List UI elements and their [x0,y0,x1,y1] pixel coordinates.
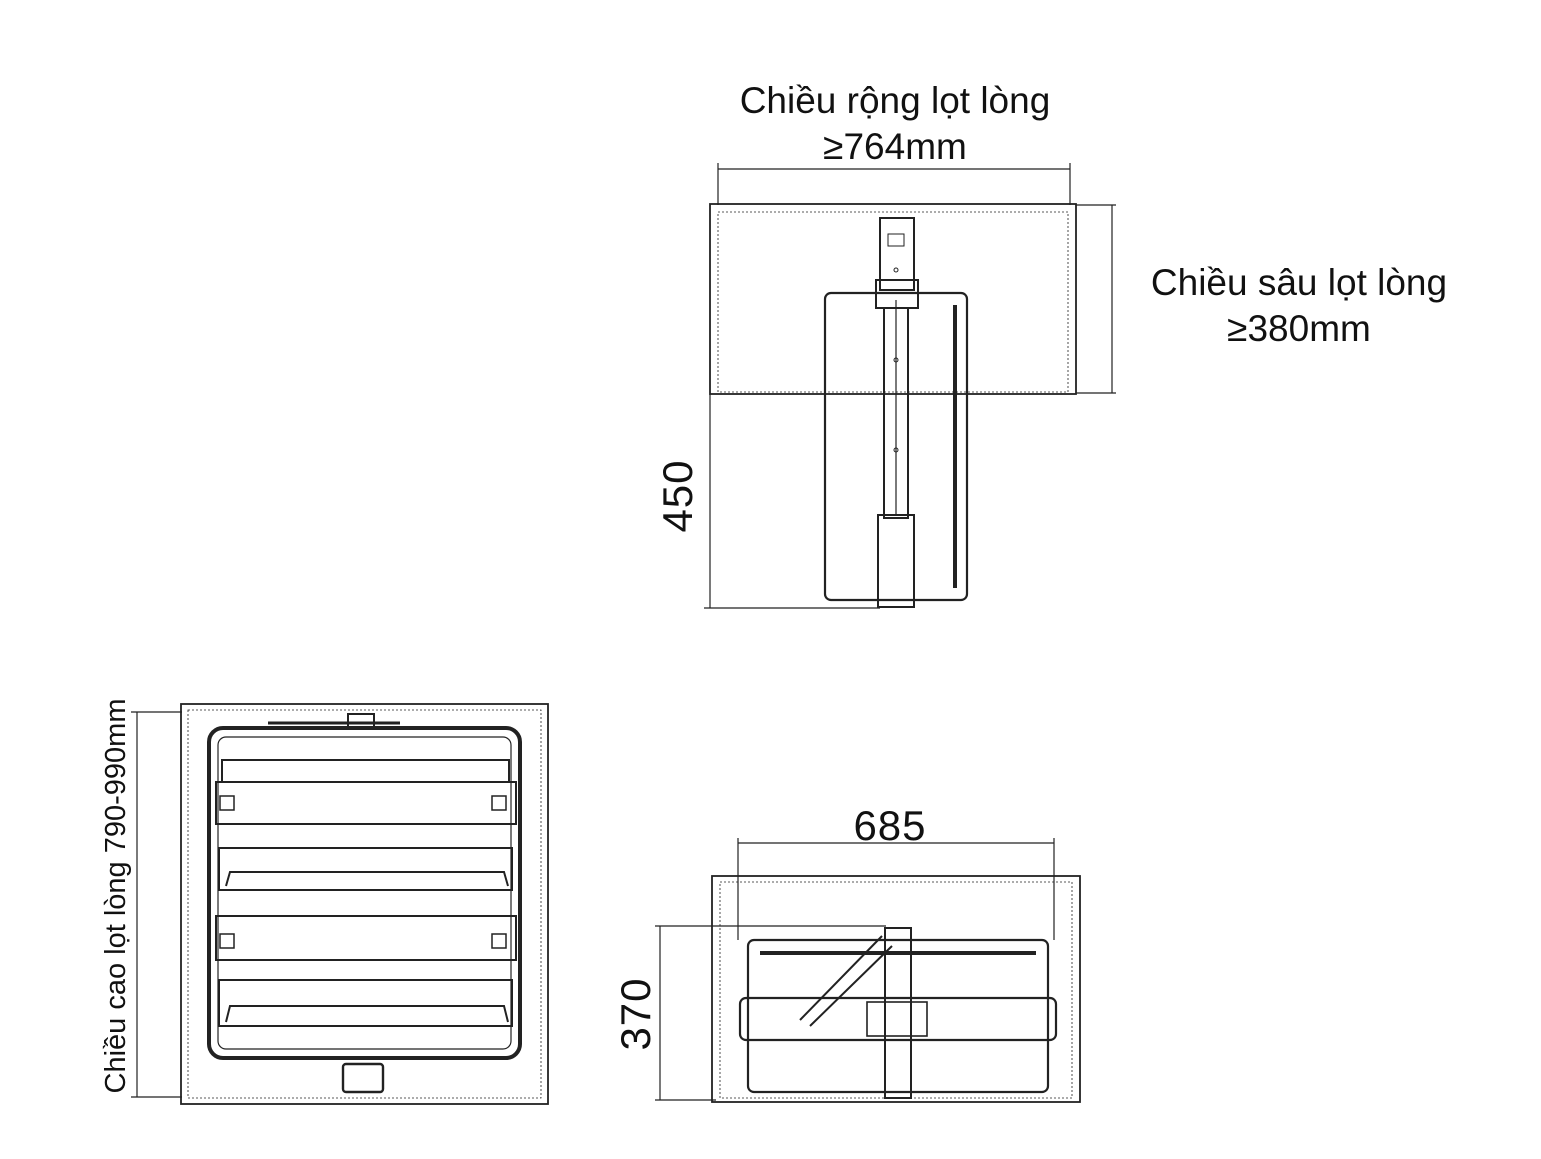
depth-label-line1: Chiều sâu lọt lòng [1150,262,1448,303]
front-view-drawing [655,838,1081,1103]
depth-label: Chiều sâu lọt lòng ≥380mm [1118,260,1480,353]
top-view-drawing [704,163,1116,609]
dim-685-label: 685 [853,802,927,849]
dim-370-label: 370 [612,977,659,1051]
dim-450-label: 450 [654,459,701,533]
width-label-line1: Chiều rộng lọt lòng [739,80,1051,121]
width-label: Chiều rộng lọt lòng ≥764mm [690,78,1100,171]
side-view-drawing [131,703,549,1105]
depth-label-line2: ≥380mm [1227,308,1371,350]
height-label: Chiều cao lọt lòng 790-990mm [100,698,132,1094]
width-label-line2: ≥764mm [823,126,967,168]
